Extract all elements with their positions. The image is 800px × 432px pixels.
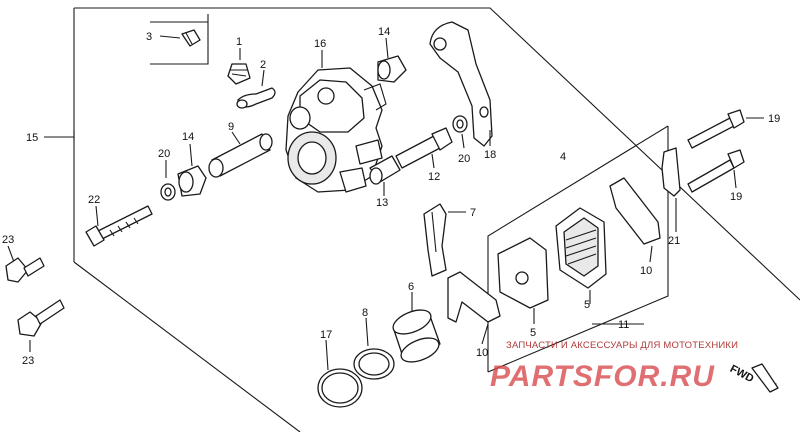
part-17-dust-seal <box>317 339 363 408</box>
callout-6: 6 <box>408 281 414 293</box>
callout-5-lower: 5 <box>530 327 536 339</box>
callout-17: 17 <box>320 329 332 341</box>
part-12-pin-bolt <box>395 127 453 169</box>
part-3-cap <box>159 29 201 47</box>
watermark: ЗАПЧАСТИ И АКСЕССУАРЫ ДЛЯ МОТОТЕХНИКИ PA… <box>490 340 738 393</box>
part-14-boot-lower <box>177 143 207 197</box>
part-22-bolt <box>85 205 153 247</box>
callout-10-lower: 10 <box>476 347 488 359</box>
callout-12: 12 <box>428 171 440 183</box>
callout-14-lower: 14 <box>182 131 194 143</box>
callout-19-upper: 19 <box>768 113 780 125</box>
callout-21: 21 <box>668 235 680 247</box>
watermark-caption: ЗАПЧАСТИ И АКСЕССУАРЫ ДЛЯ МОТОТЕХНИКИ <box>506 340 738 351</box>
part-18-bracket <box>429 21 493 147</box>
part-19-bolt-upper <box>687 109 764 149</box>
callout-20-right: 20 <box>458 153 470 165</box>
part-14-boot-upper <box>377 37 407 83</box>
part-20-washer-right <box>452 115 468 149</box>
part-23-bolt-upper <box>5 245 45 283</box>
part-20-washer-left <box>160 160 176 201</box>
part-21-spring <box>661 147 681 232</box>
callout-9: 9 <box>228 121 234 133</box>
callout-13: 13 <box>376 197 388 209</box>
part-16-caliper-body <box>285 50 387 193</box>
callout-11: 11 <box>618 319 629 331</box>
part-1-bleeder <box>227 48 251 85</box>
callout-7: 7 <box>470 207 476 219</box>
callout-20-left: 20 <box>158 148 170 160</box>
callout-23-lower: 23 <box>22 355 34 367</box>
callout-14-upper: 14 <box>378 26 390 38</box>
part-10-shim-lower <box>447 271 501 345</box>
callout-1: 1 <box>236 36 242 48</box>
part-7-clip <box>423 203 466 277</box>
part-19-bolt-lower <box>687 149 745 193</box>
part-2-bleeder-cap <box>236 69 276 109</box>
callout-8: 8 <box>362 307 368 319</box>
part-23-bolt-lower <box>17 299 65 352</box>
watermark-logo: PARTSFOR.RU <box>490 360 715 393</box>
part-13-pin-sleeve <box>369 155 401 196</box>
part-8-seal <box>353 317 395 380</box>
callout-3: 3 <box>146 31 152 43</box>
callout-22: 22 <box>88 194 100 206</box>
part-10-shim-upper <box>609 177 661 263</box>
callout-5-upper: 5 <box>584 299 590 311</box>
callout-16: 16 <box>314 38 326 50</box>
part-5-pad-front <box>497 237 549 324</box>
callout-18: 18 <box>484 149 496 161</box>
callout-23-upper: 23 <box>2 234 14 246</box>
callout-19-lower: 19 <box>730 191 742 203</box>
callout-10-upper: 10 <box>640 265 652 277</box>
part-5-pad-rear <box>555 207 607 304</box>
callout-2: 2 <box>260 59 266 71</box>
fwd-arrow-icon <box>751 363 779 393</box>
part-6-piston <box>392 292 441 363</box>
callout-15: 15 <box>26 132 38 144</box>
part-9-pin <box>208 131 273 178</box>
callout-4: 4 <box>560 151 566 163</box>
fwd-label: FWD <box>728 363 756 385</box>
